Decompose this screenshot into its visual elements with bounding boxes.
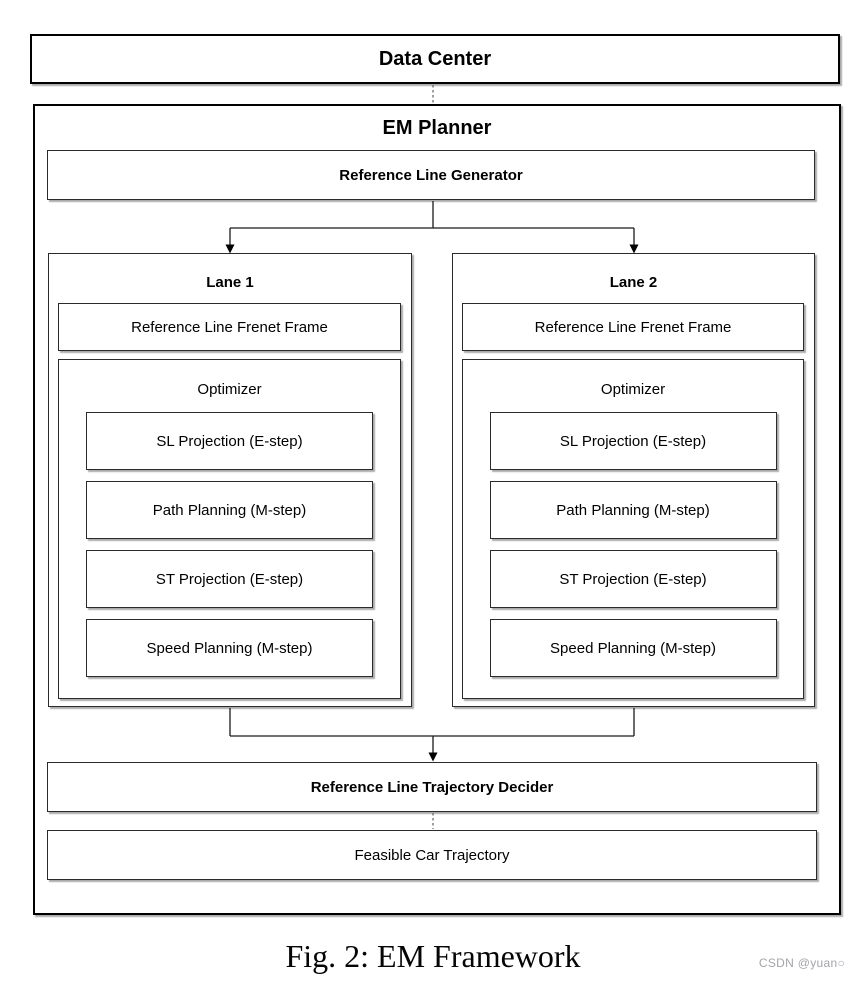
lane2-title: Lane 2 xyxy=(609,274,658,291)
lane1-box: Lane 1 Reference Line Frenet Frame Optim… xyxy=(48,253,412,707)
lane2-step-sl-projection-label: SL Projection (E-step) xyxy=(559,432,707,450)
feasible-trajectory-label: Feasible Car Trajectory xyxy=(354,846,510,864)
lane1-step-sl-projection: SL Projection (E-step) xyxy=(86,412,373,470)
lane2-step-speed-planning-label: Speed Planning (M-step) xyxy=(550,639,716,657)
lane1-frenet-frame-box: Reference Line Frenet Frame xyxy=(58,303,401,351)
lane1-optimizer-label: Optimizer xyxy=(197,381,262,398)
lane1-step-sl-projection-label: SL Projection (E-step) xyxy=(156,432,303,450)
trajectory-decider-label: Reference Line Trajectory Decider xyxy=(310,778,554,796)
lane2-optimizer-box: Optimizer SL Projection (E-step) Path Pl… xyxy=(462,359,804,699)
lane1-step-speed-planning-label: Speed Planning (M-step) xyxy=(146,639,313,657)
lane1-step-st-projection-label: ST Projection (E-step) xyxy=(155,570,304,588)
lane2-step-st-projection-label: ST Projection (E-step) xyxy=(559,570,707,588)
reference-line-generator-label: Reference Line Generator xyxy=(339,166,523,184)
lane2-step-path-planning-label: Path Planning (M-step) xyxy=(556,501,710,519)
lane1-step-path-planning-label: Path Planning (M-step) xyxy=(152,501,307,519)
data-center-box: Data Center xyxy=(30,34,840,84)
lane2-step-path-planning: Path Planning (M-step) xyxy=(489,481,777,539)
lane1-frenet-frame-label: Reference Line Frenet Frame xyxy=(131,318,328,336)
feasible-trajectory-box: Feasible Car Trajectory xyxy=(47,830,817,880)
lane2-box: Lane 2 Reference Line Frenet Frame Optim… xyxy=(452,253,815,707)
lane1-step-speed-planning: Speed Planning (M-step) xyxy=(86,619,373,677)
lane2-frenet-frame-label: Reference Line Frenet Frame xyxy=(534,318,732,336)
trajectory-decider-box: Reference Line Trajectory Decider xyxy=(47,762,817,812)
lane2-step-sl-projection: SL Projection (E-step) xyxy=(489,412,777,470)
lane1-step-st-projection: ST Projection (E-step) xyxy=(86,550,373,608)
lane2-step-st-projection: ST Projection (E-step) xyxy=(489,550,777,608)
data-center-label: Data Center xyxy=(378,47,492,70)
figure-caption: Fig. 2: EM Framework xyxy=(285,938,581,974)
lane1-step-path-planning: Path Planning (M-step) xyxy=(86,481,373,539)
em-planner-label: EM Planner xyxy=(382,117,492,139)
lane2-frenet-frame-box: Reference Line Frenet Frame xyxy=(462,303,804,351)
lane2-step-speed-planning: Speed Planning (M-step) xyxy=(489,619,777,677)
watermark-text: CSDN @yuan○ xyxy=(758,956,845,970)
lane2-optimizer-label: Optimizer xyxy=(600,381,666,398)
lane1-optimizer-box: Optimizer SL Projection (E-step) Path Pl… xyxy=(58,359,401,699)
reference-line-generator-box: Reference Line Generator xyxy=(47,150,815,200)
lane1-title: Lane 1 xyxy=(206,274,254,291)
